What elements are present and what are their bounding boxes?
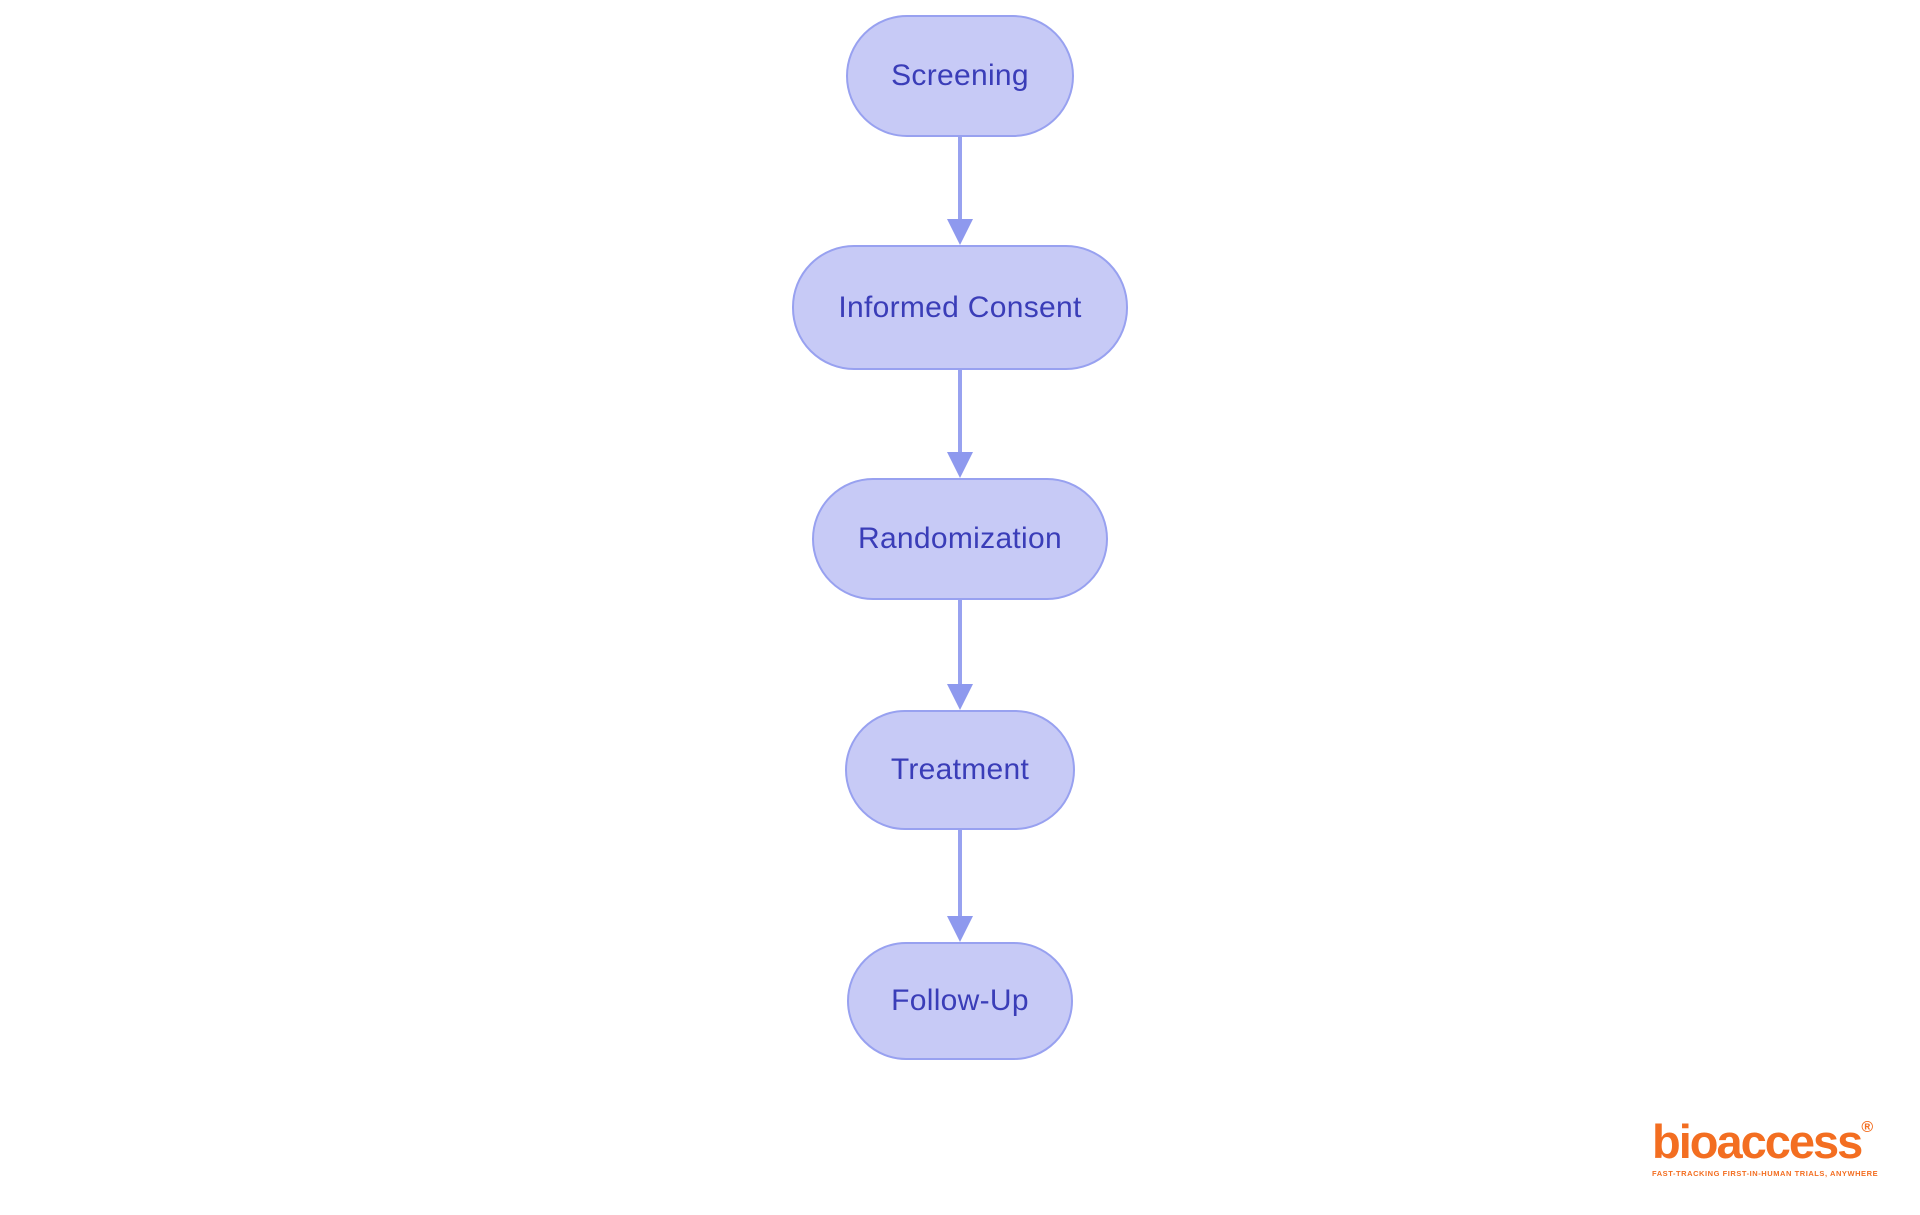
flow-node-label: Screening: [891, 59, 1029, 92]
edge-arrow-line: [958, 370, 962, 452]
bioaccess-logo: bioaccess® FAST-TRACKING FIRST-IN-HUMAN …: [1652, 1118, 1882, 1178]
flow-node-label: Follow-Up: [891, 984, 1029, 1017]
edge-arrow-line: [958, 600, 962, 684]
registered-trademark-icon: ®: [1861, 1119, 1874, 1136]
arrowhead-icon: [947, 452, 973, 478]
flow-node-label: Informed Consent: [838, 290, 1082, 324]
edge-arrow-line: [958, 830, 962, 916]
flow-node-screening: Screening: [846, 15, 1074, 137]
arrowhead-icon: [947, 916, 973, 942]
flow-node-label: Treatment: [890, 753, 1030, 786]
flow-node-follow-up: Follow-Up: [847, 942, 1073, 1060]
flow-node-treatment: Treatment: [845, 710, 1075, 830]
logo-brand-text: bioaccess®: [1652, 1115, 1874, 1168]
flow-node-label: Randomization: [857, 522, 1062, 555]
arrowhead-icon: [947, 684, 973, 710]
flow-node-informed-consent: Informed Consent: [792, 245, 1128, 370]
edge-arrow-line: [958, 137, 962, 219]
arrowhead-icon: [947, 219, 973, 245]
flow-node-randomization: Randomization: [812, 478, 1108, 600]
logo-tagline: FAST-TRACKING FIRST-IN-HUMAN TRIALS, ANY…: [1652, 1169, 1879, 1178]
